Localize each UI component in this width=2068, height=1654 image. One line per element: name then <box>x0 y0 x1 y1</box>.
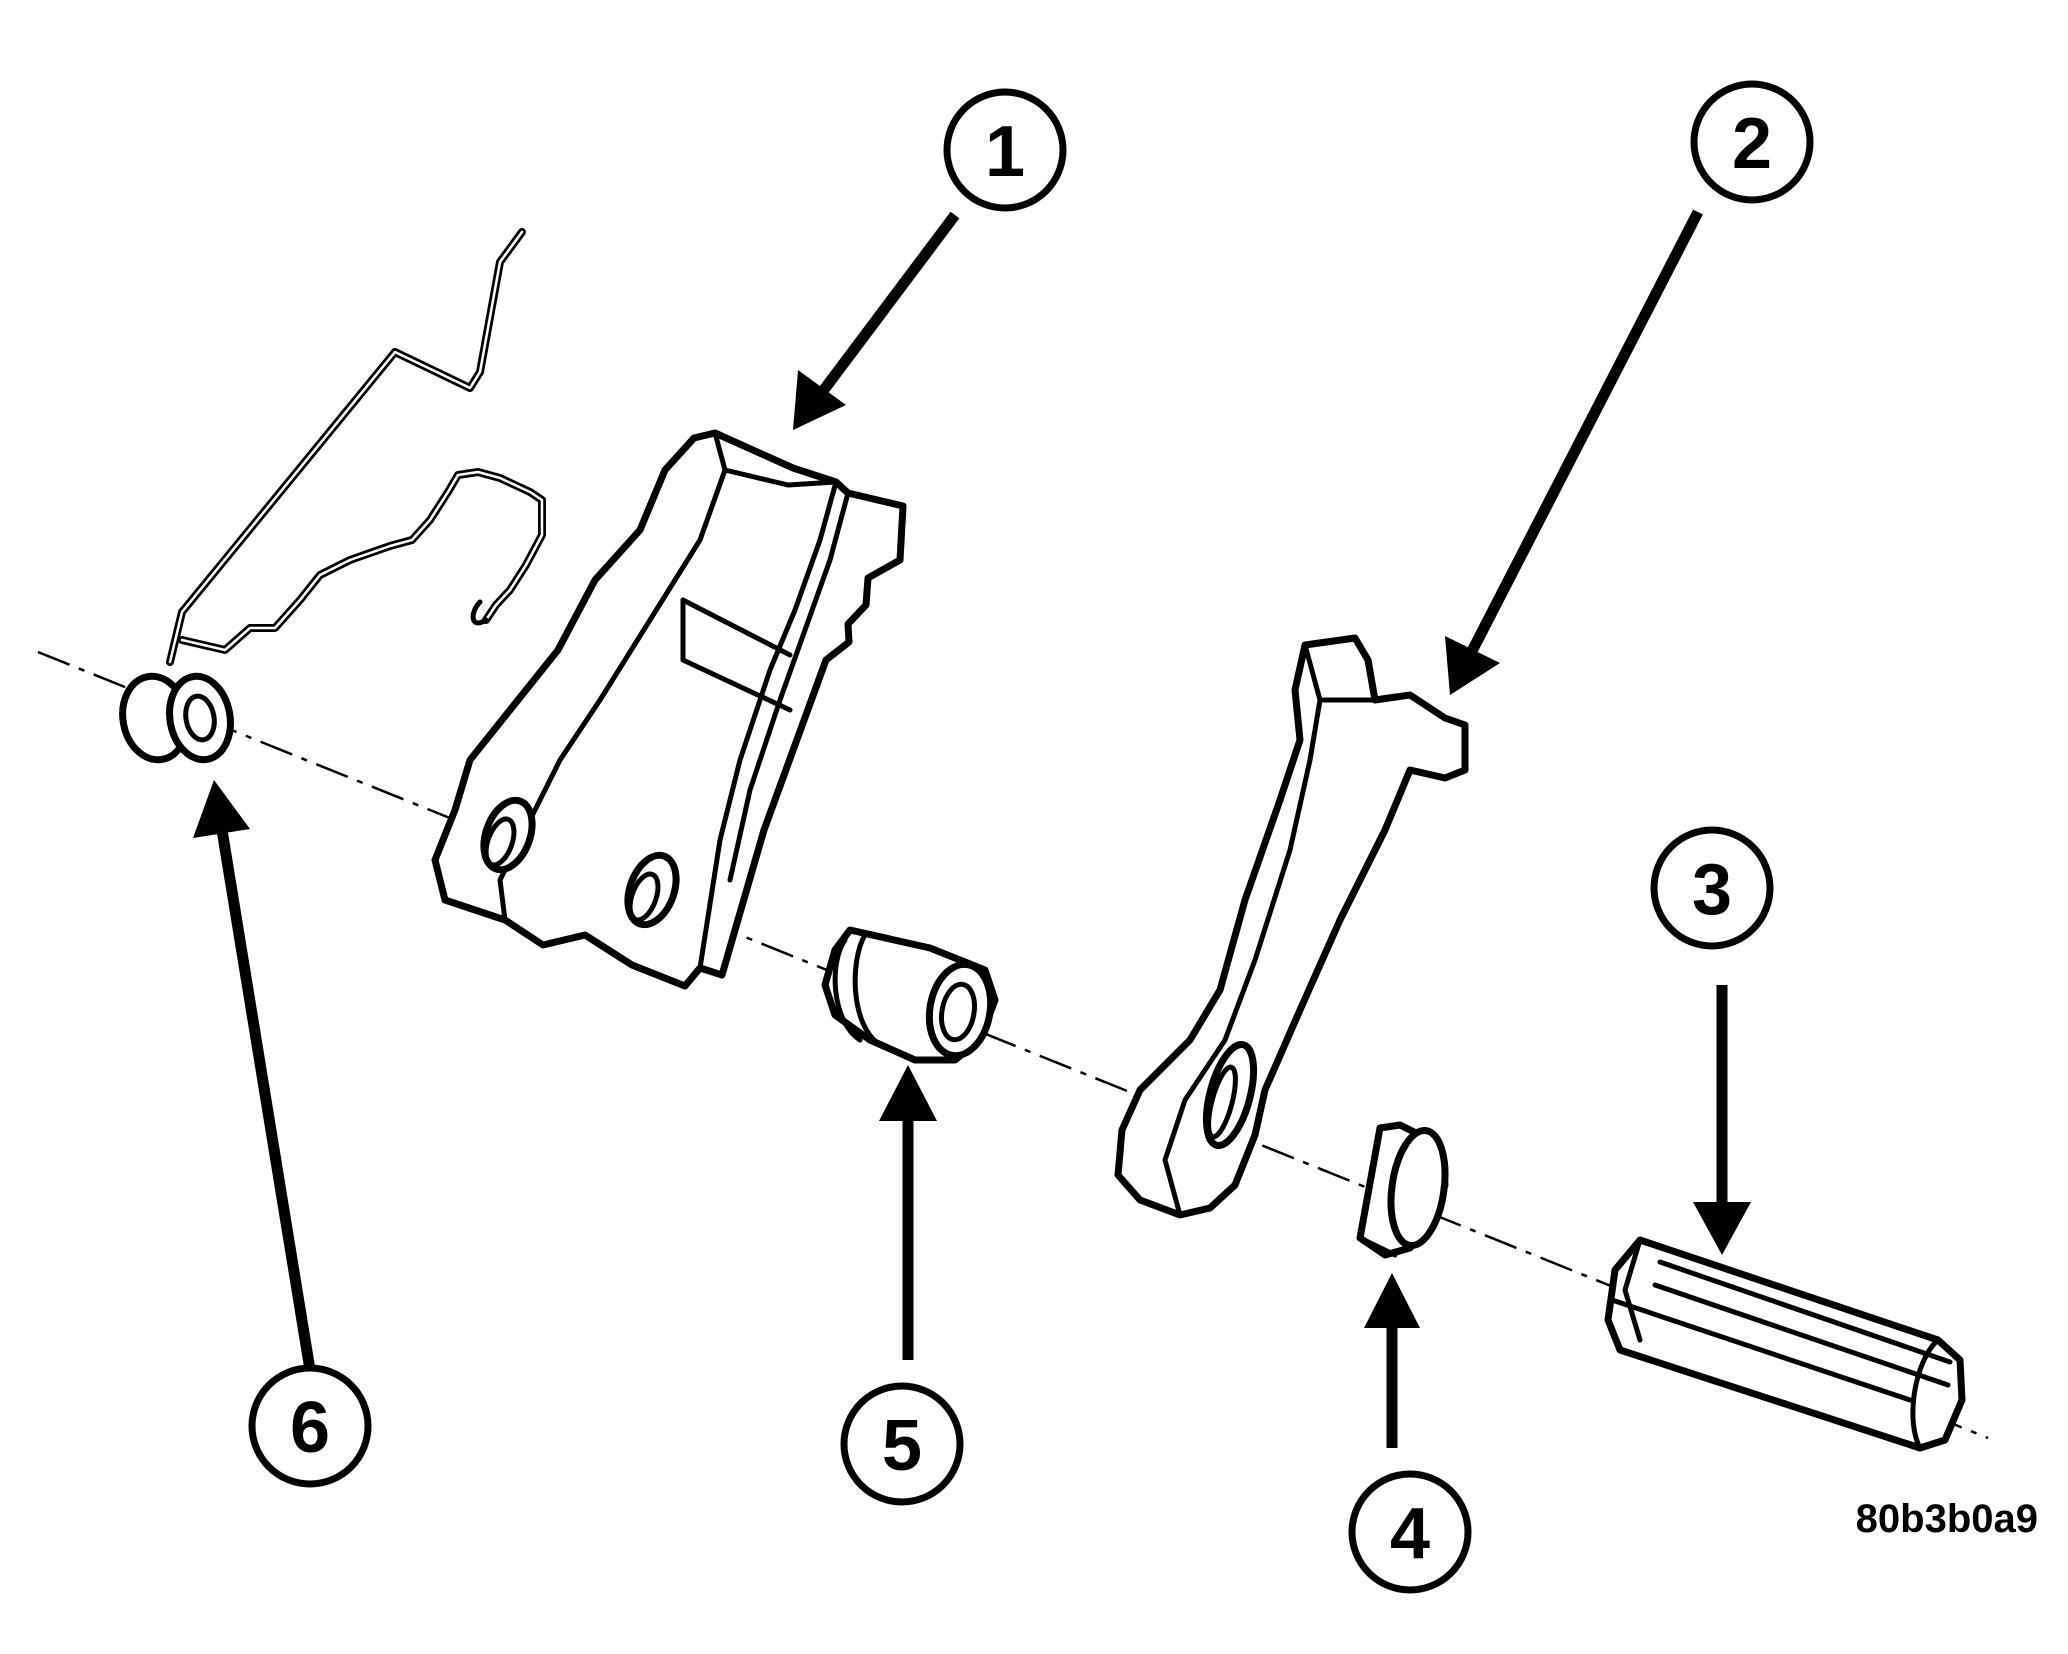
leader-arrows <box>193 209 1751 1448</box>
lever <box>1114 634 1469 1219</box>
return-spring <box>119 228 546 764</box>
callout-5: 5 <box>840 1382 964 1506</box>
callout-3-label: 3 <box>1692 850 1732 930</box>
figure-id: 80b3b0a9 <box>1856 1497 2038 1541</box>
arrowhead-4 <box>1364 1273 1420 1328</box>
callout-2-circle <box>1690 80 1814 204</box>
callout-2: 2 <box>1690 80 1814 204</box>
leader-arrow-2 <box>1465 209 1703 658</box>
callout-3-circle <box>1650 826 1774 950</box>
callout-4: 4 <box>1348 1470 1472 1594</box>
callout-6-circle <box>248 1364 372 1488</box>
arrowhead-1 <box>793 370 846 430</box>
arrowhead-3 <box>1693 1202 1751 1255</box>
arrowhead-6 <box>193 780 250 838</box>
callout-5-label: 5 <box>882 1406 922 1486</box>
callout-5-circle <box>840 1382 964 1506</box>
leader-arrow-6 <box>216 829 318 1383</box>
callout-1: 1 <box>943 88 1067 212</box>
washer <box>1356 1121 1449 1259</box>
callout-2-label: 2 <box>1732 104 1772 184</box>
pin <box>1604 1236 1966 1452</box>
bracket <box>431 429 907 990</box>
arrowhead-2 <box>1445 636 1500 695</box>
callout-3: 3 <box>1650 826 1774 950</box>
arrowhead-5 <box>879 1065 937 1121</box>
leader-arrow-1 <box>815 211 960 399</box>
callout-6: 6 <box>248 1364 372 1488</box>
callout-1-label: 1 <box>985 112 1025 192</box>
callout-4-label: 4 <box>1390 1494 1430 1574</box>
bushing <box>821 926 999 1064</box>
callout-4-circle <box>1348 1470 1472 1594</box>
callout-6-label: 6 <box>290 1388 330 1468</box>
callout-1-circle <box>943 88 1067 212</box>
